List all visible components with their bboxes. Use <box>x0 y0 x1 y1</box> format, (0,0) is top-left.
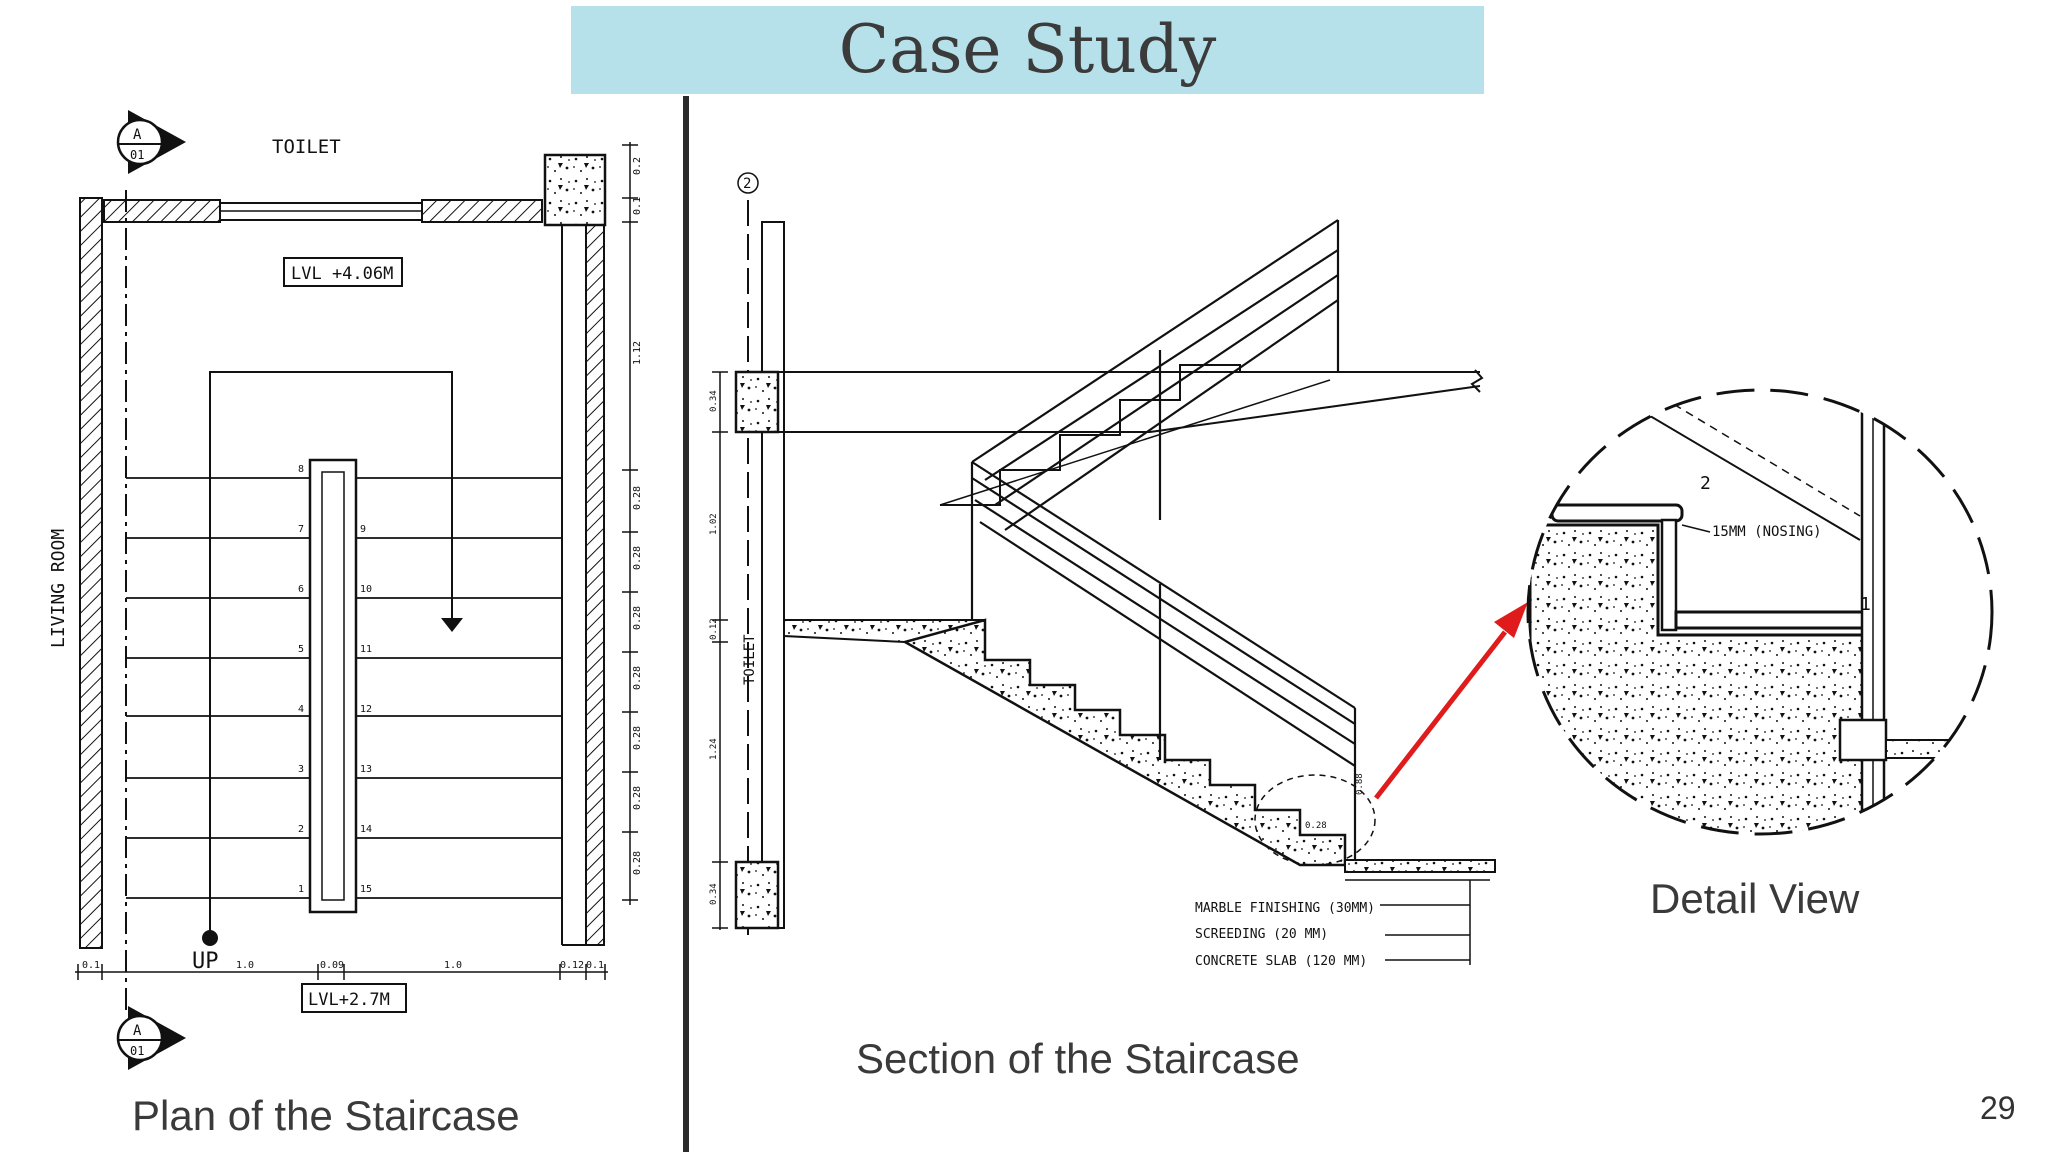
dim-label: 0.28 <box>632 786 643 810</box>
dim-label: 0.28 <box>632 726 643 750</box>
step-number: 2 <box>298 824 304 835</box>
dim-label: 0.28 <box>632 666 643 690</box>
layer-screeding: SCREEDING (20 MM) <box>1195 927 1328 942</box>
plan-dims-bottom: 0.1 1.0 0.09 1.0 0.12 0.1 <box>82 960 604 971</box>
plan-up-label: UP <box>192 949 219 974</box>
dim-label: 0.34 <box>709 390 719 412</box>
step-number: 5 <box>298 644 304 655</box>
step-number: 8 <box>298 464 304 475</box>
dim-label: 0.12 <box>709 618 719 640</box>
staircase-plan <box>75 110 638 1070</box>
plan-dims-right: 0.2 0.1 1.12 0.28 0.28 0.28 0.28 0.28 0.… <box>632 157 643 875</box>
dim-label: 1.0 <box>444 960 462 971</box>
section-marker-top <box>116 110 186 174</box>
step-number: 7 <box>298 524 304 535</box>
panel-divider <box>683 96 689 1152</box>
dim-label: 1.12 <box>632 341 643 365</box>
section-room-label: TOILET <box>742 634 758 685</box>
dim-label: 0.09 <box>320 960 344 971</box>
detail-step-lower: 1 <box>1860 594 1871 615</box>
title-banner: Case Study <box>571 6 1484 94</box>
dim-label: 0.28 <box>632 546 643 570</box>
step-number: 13 <box>360 764 372 775</box>
step-number: 12 <box>360 704 372 715</box>
dim-label: 0.1 <box>82 960 100 971</box>
marker-bottom-number: 01 <box>130 1044 144 1058</box>
step-number: 6 <box>298 584 304 595</box>
dim-label: 1.02 <box>709 513 719 535</box>
layer-marble: MARBLE FINISHING (30MM) <box>1195 901 1375 916</box>
section-dims-left: 0.34 1.02 0.12 1.24 0.34 <box>709 390 719 905</box>
plan-step-numbers-left: 8 7 6 5 4 3 2 1 <box>298 464 304 895</box>
section-marker-bottom <box>116 1006 186 1070</box>
section-tread-dim: 0.28 <box>1305 821 1327 831</box>
step-number: 3 <box>298 764 304 775</box>
plan-room-toilet: TOILET <box>272 136 341 158</box>
plan-step-numbers-right: 9 10 11 12 13 14 15 <box>360 524 372 895</box>
dim-label: 0.34 <box>709 883 719 905</box>
detail-caption: Detail View <box>1650 875 1860 922</box>
dim-label: 0.28 <box>632 486 643 510</box>
dim-label: 1.0 <box>236 960 254 971</box>
section-rail-height: 0.88 <box>1355 773 1365 795</box>
page-number: 29 <box>1980 1090 2016 1126</box>
dim-label: 0.2 <box>632 157 643 175</box>
dim-label: 0.28 <box>632 851 643 875</box>
detail-arrow <box>1374 602 1528 800</box>
section-grid-mark: 2 <box>743 176 751 192</box>
detail-nosing-label: 15MM (NOSING) <box>1712 524 1822 540</box>
staircase-section <box>712 172 1496 965</box>
step-number: 9 <box>360 524 366 535</box>
step-number: 1 <box>298 884 304 895</box>
marker-top-letter: A <box>133 127 142 143</box>
detail-view <box>1526 388 1994 836</box>
slide-title: Case Study <box>838 11 1217 88</box>
dim-label: 0.1 <box>632 197 643 215</box>
dim-label: 0.28 <box>632 606 643 630</box>
marker-bottom-letter: A <box>133 1023 142 1039</box>
step-number: 15 <box>360 884 372 895</box>
plan-room-living: LIVING ROOM <box>48 529 69 648</box>
dim-label: 1.24 <box>709 738 719 760</box>
plan-caption: Plan of the Staircase <box>132 1092 520 1139</box>
marker-top-number: 01 <box>130 148 144 162</box>
step-number: 4 <box>298 704 304 715</box>
dim-label: 0.12 <box>560 960 584 971</box>
step-number: 14 <box>360 824 372 835</box>
detail-step-upper: 2 <box>1700 473 1711 494</box>
layer-concrete: CONCRETE SLAB (120 MM) <box>1195 954 1367 969</box>
plan-level-bottom: LVL+2.7M <box>308 990 390 1010</box>
step-number: 10 <box>360 584 372 595</box>
step-number: 11 <box>360 644 372 655</box>
plan-level-top: LVL +4.06M <box>291 264 393 284</box>
dim-label: 0.1 <box>586 960 604 971</box>
section-caption: Section of the Staircase <box>856 1035 1300 1082</box>
